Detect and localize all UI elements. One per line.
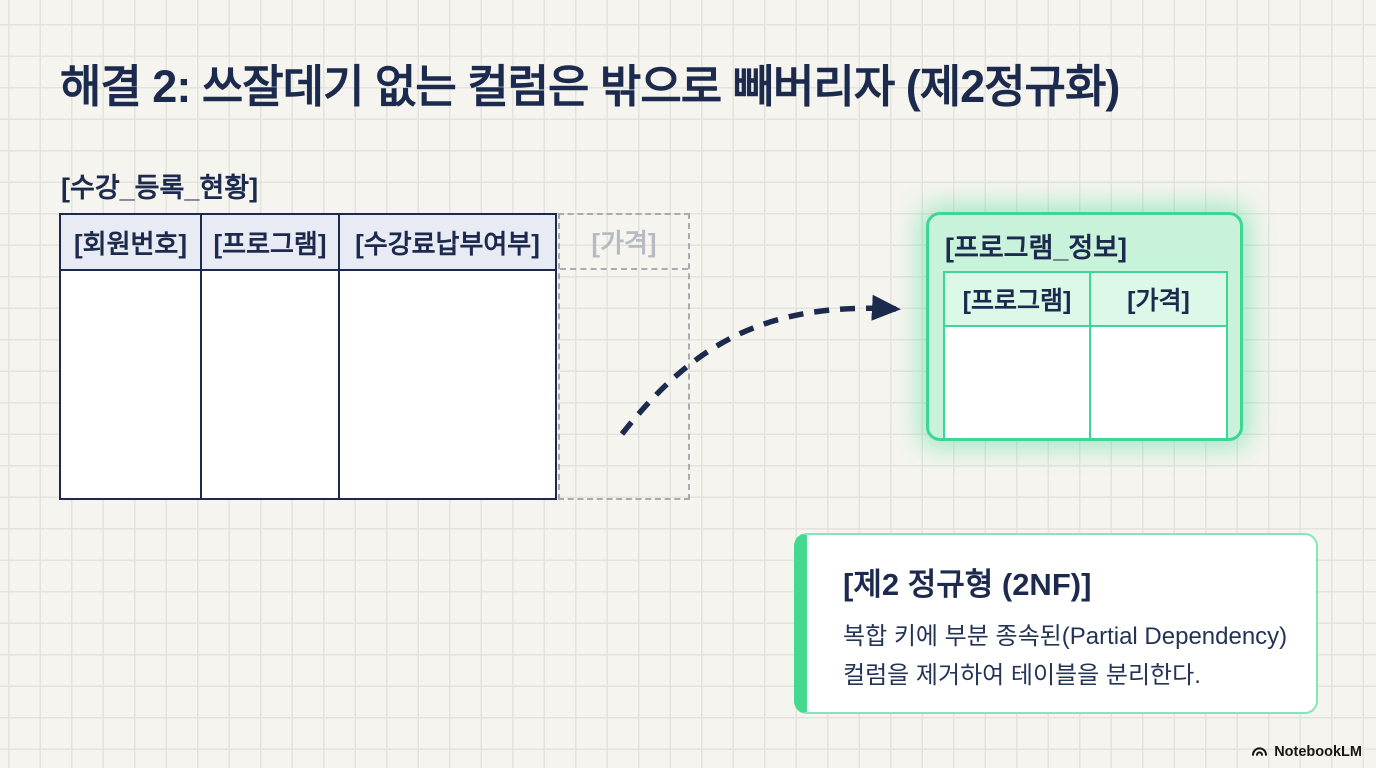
notebooklm-watermark: NotebookLM <box>1250 742 1362 761</box>
source-table-header-row: [회원번호] [프로그램] [수강료납부여부] <box>61 215 555 271</box>
callout-title: [제2 정규형 (2NF)] <box>843 567 1092 602</box>
callout-card: [제2 정규형 (2NF)] 복합 키에 부분 종속된(Partial Depe… <box>794 533 1318 714</box>
source-table: [회원번호] [프로그램] [수강료납부여부] <box>59 213 557 500</box>
callout-line: 복합 키에 부분 종속된(Partial Dependency) <box>843 623 1288 650</box>
target-header-cell-price: [가격] <box>1127 287 1190 315</box>
target-table-card: [프로그램_정보] [프로그램] [가격] <box>926 212 1243 441</box>
table-body-cell <box>945 327 1091 438</box>
source-header-cell-fee-paid: [수강료납부여부] <box>355 228 540 259</box>
target-table: [프로그램] [가격] <box>943 271 1228 438</box>
source-header-cell-program: [프로그램] <box>202 215 340 269</box>
source-table-body-row <box>61 271 555 498</box>
table-body-cell <box>61 271 202 498</box>
target-table-header-row: [프로그램] [가격] <box>945 273 1226 327</box>
target-header-cell-program: [프로그램] <box>945 273 1091 325</box>
watermark-label: NotebookLM <box>1274 743 1362 760</box>
table-body-cell <box>340 271 555 498</box>
source-table-label: [수강_등록_현황] <box>61 173 259 203</box>
removed-column-header: [가격] <box>560 215 688 270</box>
table-body-cell <box>202 271 340 498</box>
removed-column: [가격] <box>558 213 690 500</box>
table-body-cell <box>1091 327 1226 438</box>
page-title: 해결 2: 쓰잘데기 없는 컬럼은 밖으로 빼버리자 (제2정규화) <box>60 61 1120 112</box>
target-table-title: [프로그램_정보] <box>945 233 1128 263</box>
curved-arrow-icon <box>619 294 901 436</box>
callout-line: 컬럼을 제거하여 테이블을 분리한다. <box>843 662 1201 689</box>
source-header-cell-member-no: [회원번호] <box>61 215 202 269</box>
notebooklm-icon <box>1252 747 1268 756</box>
target-table-body-row <box>945 327 1226 438</box>
